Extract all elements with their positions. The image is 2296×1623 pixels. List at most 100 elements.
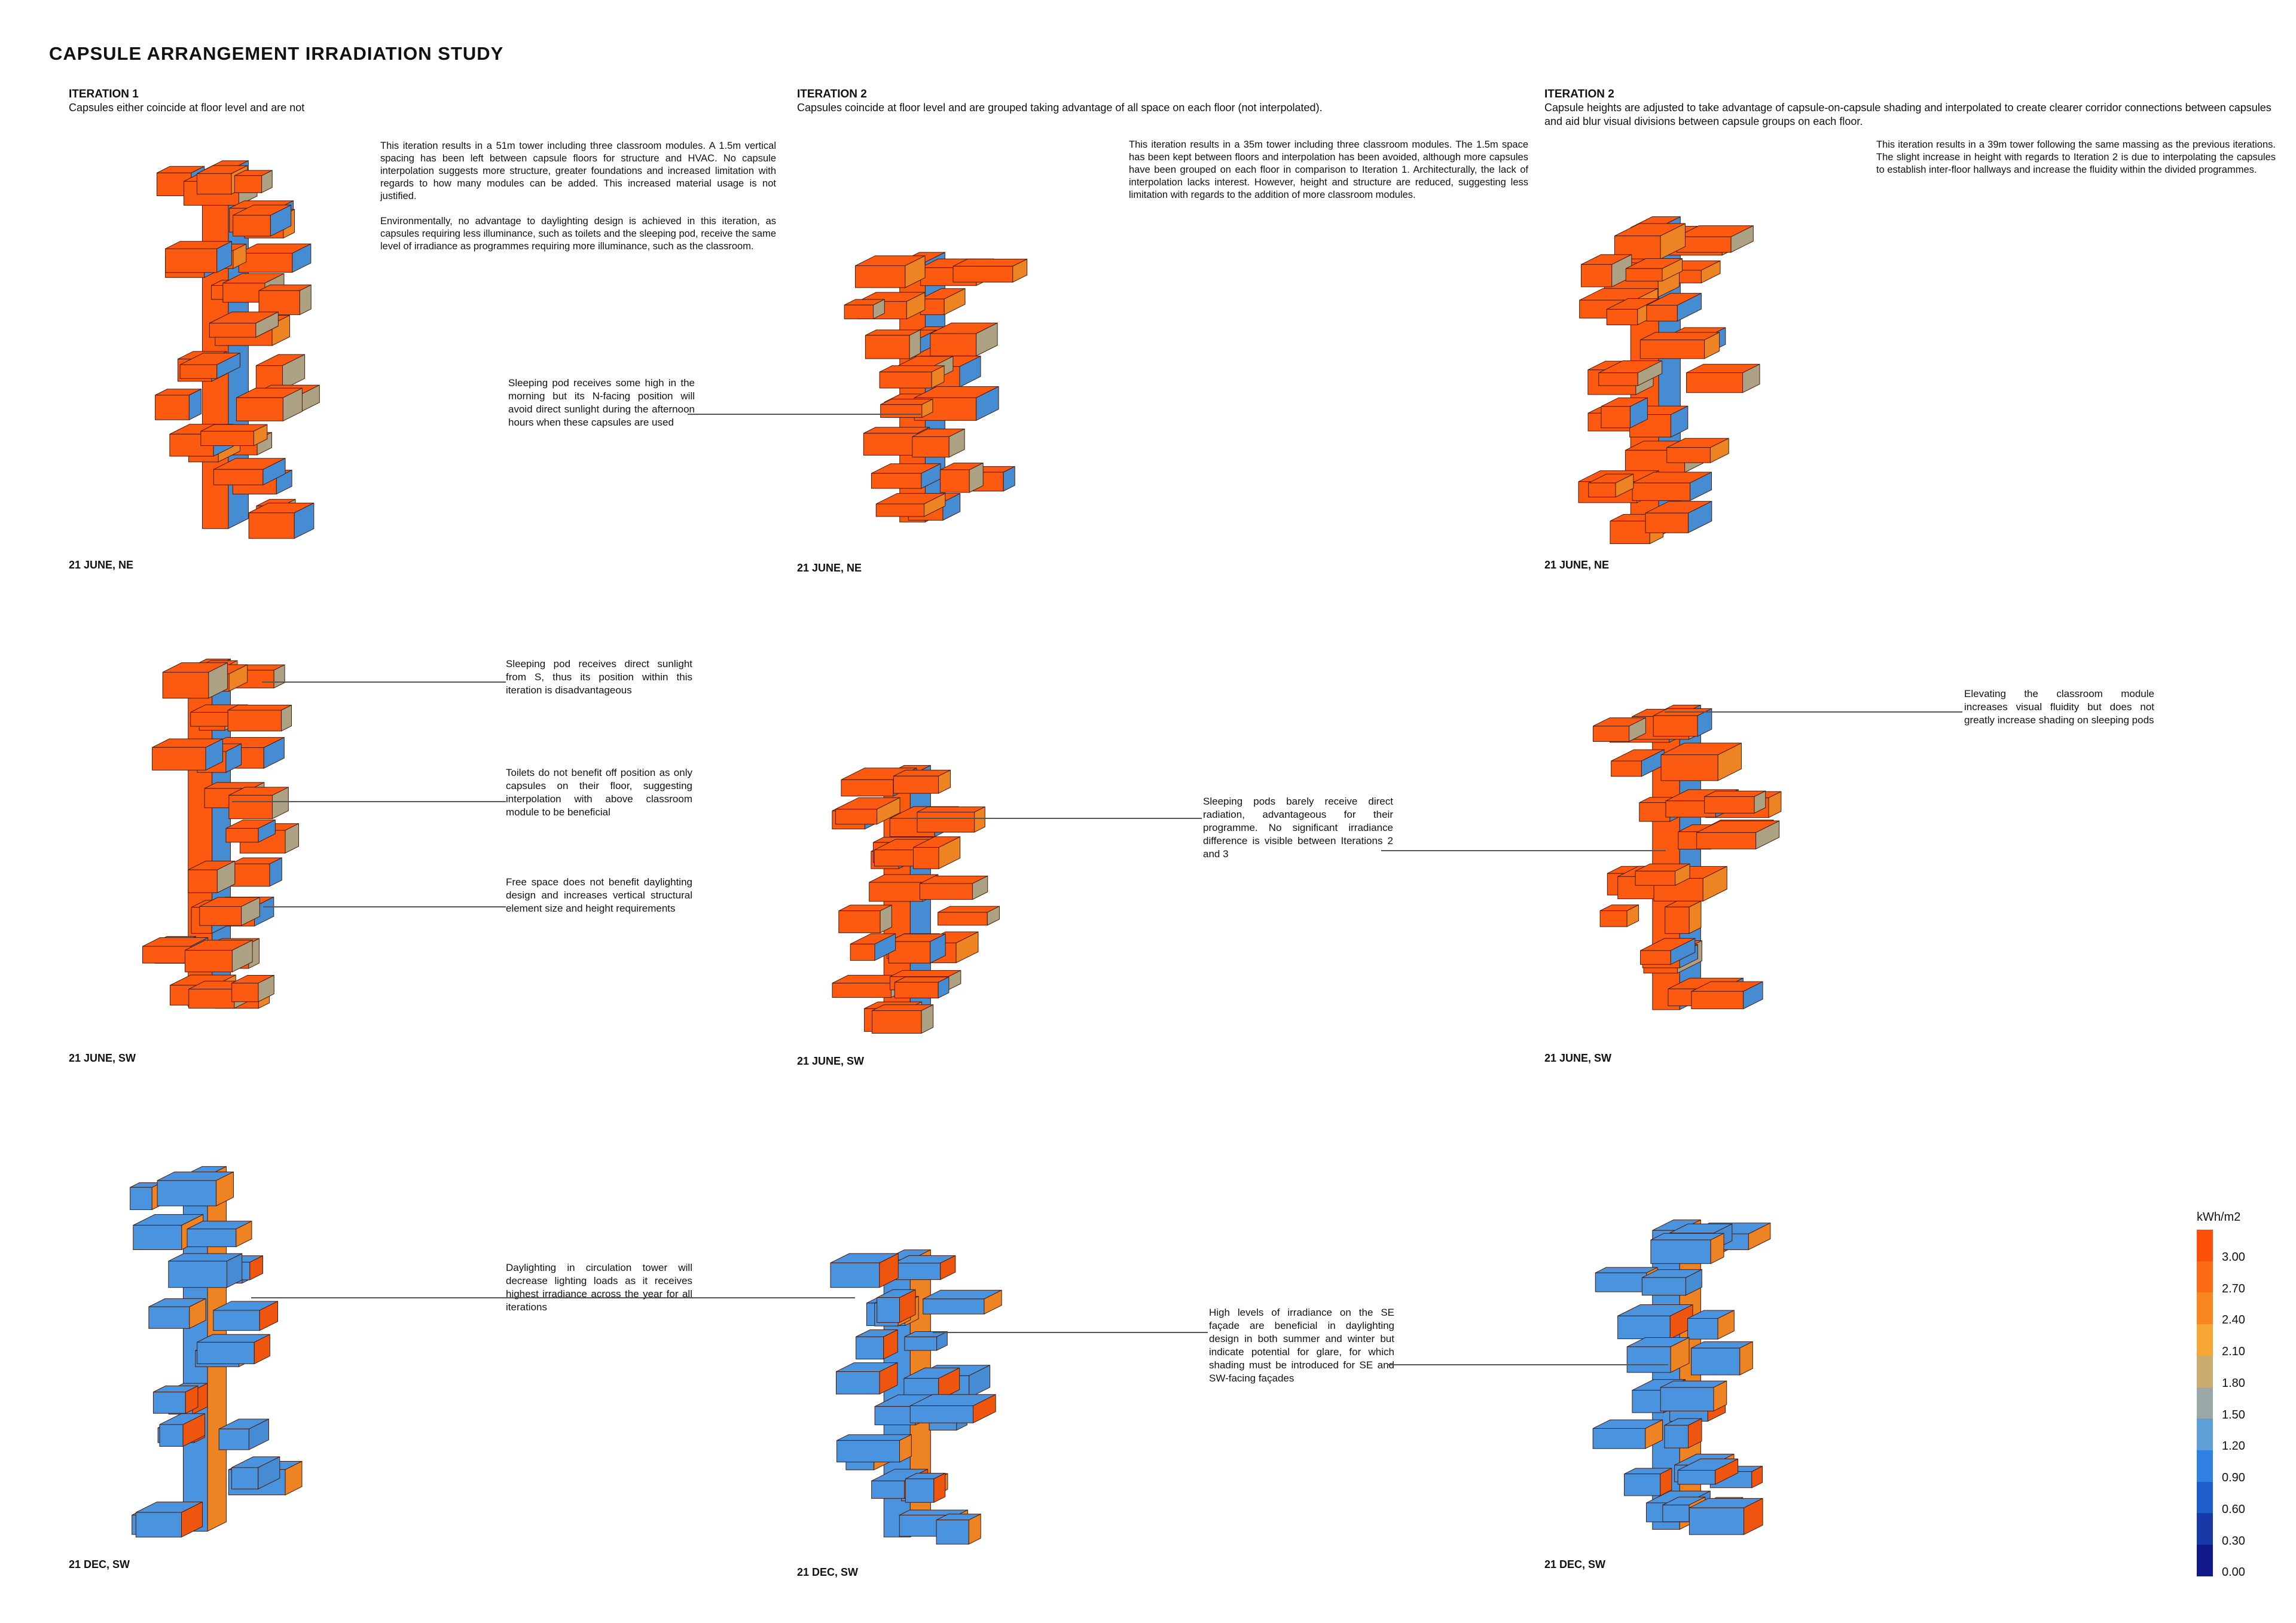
capsule-side-face [225, 743, 242, 773]
capsule-front-face [1690, 1347, 1741, 1376]
legend-swatch [2197, 1261, 2213, 1293]
leader-line [910, 818, 1202, 819]
iteration-3-header: ITERATION 2 Capsule heights are adjusted… [1544, 87, 2274, 129]
capsule-side-face [269, 857, 282, 887]
capsule-front-face [165, 248, 218, 273]
capsule-front-face [213, 469, 264, 485]
capsule-front-face [856, 1336, 884, 1359]
page-title: CAPSULE ARRANGEMENT IRRADIATION STUDY [49, 43, 504, 64]
capsule-side-face [1003, 466, 1015, 492]
legend-unit: kWh/m2 [2197, 1211, 2241, 1224]
legend-swatch [2197, 1450, 2213, 1482]
capsule-side-face [976, 322, 998, 357]
capsule-side-face [1751, 1465, 1763, 1488]
capsule-side-face [944, 288, 966, 316]
capsule-front-face [1639, 802, 1671, 822]
leader-line [251, 1297, 855, 1298]
capsule-side-face [1670, 938, 1696, 965]
capsule-front-face [159, 1424, 184, 1447]
legend-tick-label: 0.90 [2222, 1471, 2245, 1485]
iteration-1-heading: ITERATION 1 [69, 88, 139, 100]
view-caption: 21 DEC, SW [69, 1558, 130, 1570]
capsule-front-face [874, 1406, 916, 1426]
tower-iter1-dec-sw [123, 1124, 303, 1557]
legend-swatch [2197, 1324, 2213, 1356]
capsule-side-face [1670, 405, 1689, 438]
capsule-front-face [1640, 950, 1671, 965]
capsule-front-face [231, 983, 259, 1002]
capsule-side-face [1744, 1497, 1763, 1535]
capsule-side-face [873, 299, 885, 320]
capsule-front-face [213, 1310, 260, 1331]
capsule-front-face [880, 404, 923, 418]
capsule-front-face [142, 946, 191, 964]
legend-swatch [2197, 1230, 2213, 1261]
capsule-side-face [959, 355, 981, 388]
capsule-side-face [1626, 904, 1639, 927]
capsule-side-face [909, 329, 921, 359]
capsule-front-face [1632, 482, 1691, 501]
capsule-front-face [1677, 1469, 1716, 1485]
capsule-side-face [936, 1331, 948, 1351]
legend-tick-label: 0.30 [2222, 1534, 2245, 1548]
capsule-front-face [1606, 308, 1638, 325]
capsule-side-face [282, 387, 303, 421]
leader-line [262, 681, 506, 683]
capsule-front-face [230, 863, 270, 887]
capsule-front-face [1660, 754, 1718, 781]
capsule-front-face [209, 323, 257, 338]
iteration-3-heading: ITERATION 2 [1544, 88, 1614, 100]
capsule-side-face [255, 311, 279, 338]
capsule-side-face [921, 1004, 934, 1034]
capsule-side-face [1739, 1341, 1753, 1376]
capsule-side-face [1715, 1458, 1739, 1485]
tower-drawing [1592, 704, 1782, 1010]
iteration-3-paragraph: This iteration results in a 39m tower fo… [1876, 139, 2276, 175]
capsule-front-face [222, 283, 265, 303]
capsule-side-face [1662, 258, 1683, 282]
tower-drawing [1592, 1219, 1771, 1535]
capsule-front-face [1666, 447, 1711, 463]
legend-swatch [2197, 1481, 2213, 1514]
capsule-front-face [1645, 512, 1689, 533]
capsule-side-face [216, 352, 240, 380]
tower-iter3-june-ne [1561, 182, 1761, 559]
capsule-front-face [188, 989, 235, 1009]
capsule-front-face [905, 1478, 935, 1503]
capsule-front-face [1653, 715, 1698, 737]
capsule-front-face [872, 1010, 922, 1034]
tower-iter1-june-ne [138, 118, 323, 555]
capsule-front-face [200, 430, 254, 447]
capsule-front-face [832, 983, 891, 998]
capsule-front-face [869, 882, 923, 902]
capsule-side-face [282, 354, 306, 390]
capsule-front-face [874, 849, 915, 867]
capsule-front-face [155, 395, 190, 420]
capsule-side-face [940, 1255, 956, 1280]
iteration-1-description: This iteration results in a 51m tower in… [380, 140, 776, 265]
iteration-1-paragraph: This iteration results in a 51m tower in… [380, 140, 776, 201]
capsule-front-face [152, 1392, 186, 1414]
capsule-side-face [1717, 1310, 1735, 1340]
capsule-side-face [216, 860, 236, 894]
capsule-front-face [1664, 1425, 1689, 1448]
tower-iter2-june-ne [836, 224, 1028, 541]
capsule-side-face [1754, 790, 1766, 814]
capsule-side-face [942, 493, 961, 521]
capsule-front-face [912, 847, 939, 869]
capsule-side-face [253, 424, 268, 447]
capsule-side-face [899, 1434, 912, 1463]
capsule-side-face [1675, 863, 1690, 886]
capsule-front-face [152, 747, 206, 771]
capsule-front-face [1599, 910, 1628, 927]
capsule-side-face [271, 787, 289, 820]
capsule-front-face [830, 1263, 880, 1288]
capsule-side-face [987, 906, 1000, 926]
capsule-front-face [238, 253, 293, 273]
legend-swatch [2197, 1292, 2213, 1325]
capsule-front-face [909, 1405, 974, 1423]
capsule-front-face [1665, 906, 1690, 934]
capsule-front-face [1610, 521, 1650, 545]
legend-color-scale [2197, 1230, 2213, 1576]
